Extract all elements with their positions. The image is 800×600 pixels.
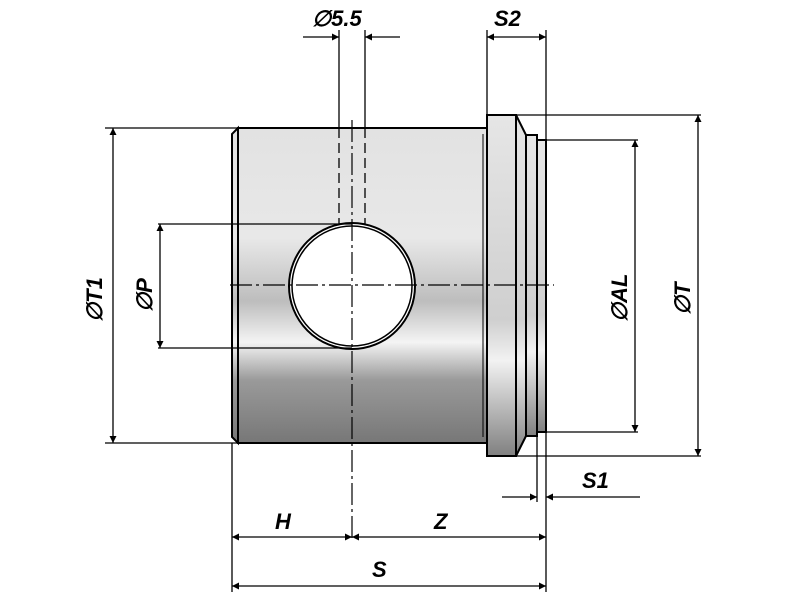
s1-label: S1 <box>582 468 609 493</box>
h-label: H <box>275 509 292 534</box>
s2-label: S2 <box>494 6 522 31</box>
step-2 <box>536 139 547 433</box>
s-label: S <box>372 557 387 582</box>
t1-label: ∅T1 <box>82 277 107 322</box>
dimensions: ∅5.5 S2 ∅T1 ∅P ∅AL ∅T S1 H <box>82 6 702 592</box>
z-label: Z <box>433 509 449 534</box>
al-label: ∅AL <box>607 274 632 323</box>
hole-dia-label: ∅5.5 <box>312 6 363 31</box>
t-label: ∅T <box>670 281 695 315</box>
p-label: ∅P <box>132 278 157 312</box>
center-lines <box>230 120 554 540</box>
